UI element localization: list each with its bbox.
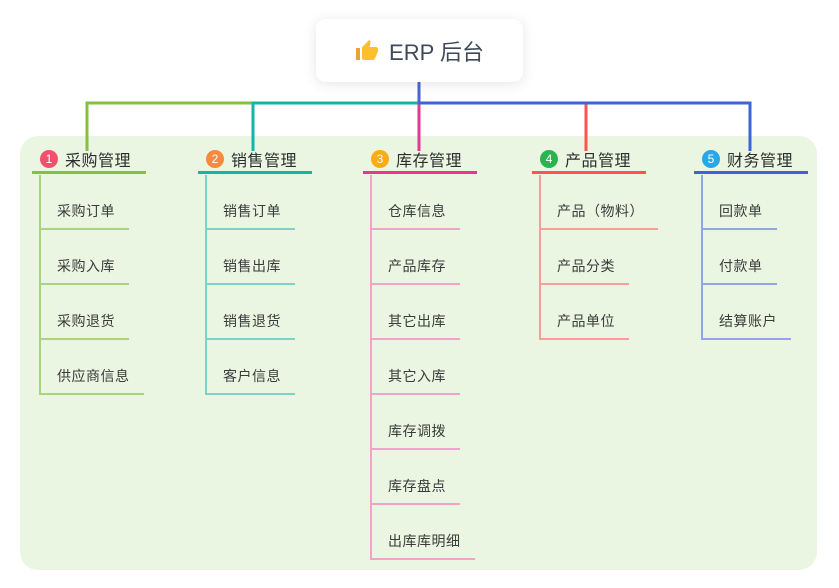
node-sales-return[interactable]: 销售退货: [207, 285, 295, 340]
badge-2: 2: [206, 150, 224, 168]
root-node[interactable]: ERP 后台: [316, 19, 523, 82]
branch-title: 采购管理: [65, 153, 132, 170]
node-receipt-bill[interactable]: 回款单: [703, 175, 777, 230]
branch-inventory: 3 库存管理 仓库信息 产品库存 其它出库 其它入库 库存调拨 库存盘点 出库库…: [363, 147, 477, 560]
branch-items: 仓库信息 产品库存 其它出库 其它入库 库存调拨 库存盘点 出库库明细: [370, 175, 475, 560]
node-stock-transfer[interactable]: 库存调拨: [372, 395, 460, 450]
badge-3: 3: [371, 150, 389, 168]
node-customer-info[interactable]: 客户信息: [207, 340, 295, 395]
node-product-category[interactable]: 产品分类: [541, 230, 629, 285]
root-node-title: ERP 后台: [389, 39, 484, 65]
node-purchase-order[interactable]: 采购订单: [41, 175, 129, 230]
branch-header-inventory[interactable]: 3 库存管理: [363, 147, 477, 174]
node-other-outbound[interactable]: 其它出库: [372, 285, 460, 340]
branch-items: 采购订单 采购入库 采购退货 供应商信息: [39, 175, 144, 395]
node-product-material[interactable]: 产品（物料）: [541, 175, 658, 230]
branch-header-product[interactable]: 4 产品管理: [532, 147, 646, 174]
branch-panel-background: [20, 136, 817, 570]
branch-product: 4 产品管理 产品（物料） 产品分类 产品单位: [532, 147, 658, 340]
node-product-stock[interactable]: 产品库存: [372, 230, 460, 285]
branch-title: 库存管理: [396, 153, 463, 170]
branch-items: 产品（物料） 产品分类 产品单位: [539, 175, 658, 340]
node-purchase-inbound[interactable]: 采购入库: [41, 230, 129, 285]
node-sales-outbound[interactable]: 销售出库: [207, 230, 295, 285]
branch-header-finance[interactable]: 5 财务管理: [694, 147, 808, 174]
badge-4: 4: [540, 150, 558, 168]
branch-purchase: 1 采购管理 采购订单 采购入库 采购退货 供应商信息: [32, 147, 146, 395]
branch-items: 回款单 付款单 结算账户: [701, 175, 791, 340]
branch-title: 财务管理: [727, 153, 794, 170]
branch-header-purchase[interactable]: 1 采购管理: [32, 147, 146, 174]
branch-title: 产品管理: [565, 153, 632, 170]
branch-sales: 2 销售管理 销售订单 销售出库 销售退货 客户信息: [198, 147, 312, 395]
node-settlement-account[interactable]: 结算账户: [703, 285, 791, 340]
node-payment-bill[interactable]: 付款单: [703, 230, 777, 285]
node-warehouse-info[interactable]: 仓库信息: [372, 175, 460, 230]
node-product-unit[interactable]: 产品单位: [541, 285, 629, 340]
branch-items: 销售订单 销售出库 销售退货 客户信息: [205, 175, 295, 395]
node-outbound-detail[interactable]: 出库库明细: [372, 505, 475, 560]
badge-1: 1: [40, 150, 58, 168]
node-sales-order[interactable]: 销售订单: [207, 175, 295, 230]
branch-header-sales[interactable]: 2 销售管理: [198, 147, 312, 174]
node-purchase-return[interactable]: 采购退货: [41, 285, 129, 340]
node-supplier-info[interactable]: 供应商信息: [41, 340, 144, 395]
badge-5: 5: [702, 150, 720, 168]
thumbs-up-icon: [355, 39, 379, 63]
branch-finance: 5 财务管理 回款单 付款单 结算账户: [694, 147, 808, 340]
node-other-inbound[interactable]: 其它入库: [372, 340, 460, 395]
branch-title: 销售管理: [231, 153, 298, 170]
node-stock-count[interactable]: 库存盘点: [372, 450, 460, 505]
